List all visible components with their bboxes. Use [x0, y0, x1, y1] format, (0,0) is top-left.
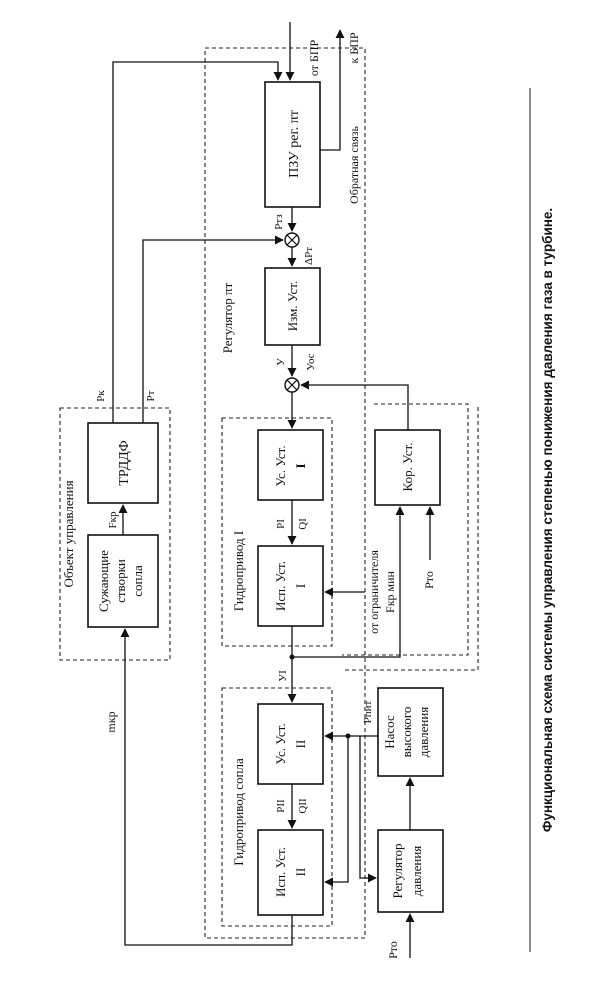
figure-caption: Функциональная схема системы управления …	[540, 208, 555, 832]
line-k-bpr	[320, 29, 345, 151]
gidro-soplo-group	[221, 687, 333, 927]
izm-block-label: Изм. Уст.	[285, 281, 300, 331]
label-pto: Pто	[422, 571, 436, 589]
sum-junction-2	[284, 377, 300, 393]
label-q2: QII	[297, 798, 309, 814]
izm-block: Изм. Уст.	[264, 267, 321, 346]
us2-block-number: II	[293, 740, 308, 749]
us1-block-label: Ус. Уст.	[273, 445, 288, 486]
label-ot-ogr: от ограничителя	[367, 550, 381, 634]
stvorki-block: Сужающие створки сопла	[87, 534, 159, 628]
label-ppit: Pпит	[362, 700, 374, 723]
nasos-label-3: давления	[416, 707, 431, 758]
label-k-bpr: к БПР	[347, 32, 361, 63]
line-ppit-regd	[359, 736, 377, 883]
trdf-block-label: ТРДДФ	[117, 440, 132, 485]
label-pto2: Pто	[386, 941, 400, 959]
line-ppit-isp2	[324, 736, 349, 887]
label-yos: Уос	[305, 353, 317, 370]
line-pk	[112, 61, 283, 423]
label-mkr: mкр	[104, 711, 118, 732]
us1-block: Ус. Уст. I	[257, 429, 324, 501]
pzu-block-label: ПЗУ рег. πт	[287, 110, 302, 178]
label-y: У	[275, 358, 287, 366]
us1-block-number: I	[293, 463, 308, 468]
isp1-block: Исп. Уст. I	[257, 545, 324, 627]
trdf-block: ТРДДФ	[87, 422, 159, 504]
label-ot-bpr: от БПР	[307, 40, 321, 77]
stvorki-label-1: Сужающие	[96, 550, 111, 612]
label-pt: Pт	[145, 390, 157, 401]
label-gidro-soplo-group: Гидропривод сопла	[231, 758, 246, 866]
label-ptz: Pтз	[273, 214, 285, 229]
pzu-block: ПЗУ рег. πт	[264, 81, 321, 208]
label-p2: PII	[275, 799, 287, 813]
pressure-dashed-frame	[345, 405, 479, 671]
nasos-label-2: высокого	[399, 707, 414, 758]
label-fkr: Fкр	[107, 511, 119, 528]
label-object-group: Объект управления	[61, 480, 76, 587]
isp1-block-label: Исп. Уст.	[273, 561, 288, 611]
regd-label-2: давления	[409, 846, 424, 897]
sum-junction-1	[284, 232, 300, 248]
label-y1: УI	[277, 670, 289, 682]
label-obr-svyaz: Обратная связь	[347, 126, 361, 204]
line-y1-kor	[292, 506, 405, 658]
regd-label-1: Регулятор	[390, 843, 405, 898]
kor-block: Кор. Уст.	[374, 429, 441, 506]
label-q1: QI	[297, 518, 309, 530]
stvorki-label-2: створки	[113, 559, 128, 603]
kor-dashed-frame	[342, 403, 469, 656]
us2-block-label: Ус. Уст.	[273, 723, 288, 764]
label-gidro1-group: Гидропривод I	[231, 531, 246, 611]
label-delta-pt: ΔPт	[303, 247, 315, 265]
nasos-label-1: Насос	[382, 715, 397, 749]
regd-block: Регулятор давления	[377, 829, 444, 913]
label-pk: Pк	[95, 390, 107, 402]
label-p1: PI	[275, 519, 287, 529]
gidro1-group	[221, 417, 333, 647]
isp1-block-number: I	[293, 584, 308, 588]
node-ppit	[345, 733, 351, 739]
isp2-block-number: II	[293, 868, 308, 877]
regulator-group	[204, 47, 366, 939]
stvorki-label-3: сопла	[130, 565, 145, 597]
label-regulator-group: Регулятор πт	[220, 282, 235, 353]
node-y1	[289, 654, 295, 660]
kor-block-label: Кор. Уст.	[400, 443, 415, 492]
nasos-block: Насос высокого давления	[377, 687, 444, 777]
isp2-block-label: Исп. Уст.	[273, 847, 288, 897]
line-pt	[142, 235, 284, 423]
object-group	[59, 407, 171, 661]
line-mkr	[120, 628, 293, 946]
line-kor-sum2	[300, 380, 409, 430]
isp2-block: Исп. Уст. II	[257, 829, 324, 916]
us2-block: Ус. Уст. II	[257, 703, 324, 785]
label-fkr-min: Fкр мин	[383, 570, 397, 613]
